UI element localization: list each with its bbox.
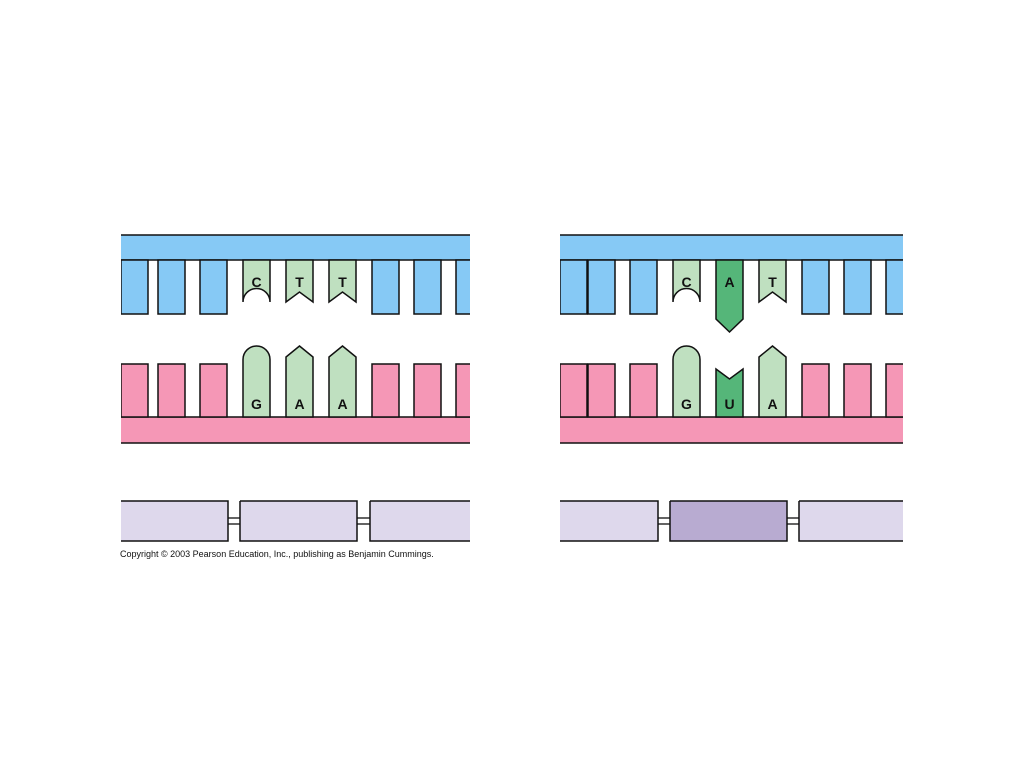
mrna-base — [886, 364, 913, 417]
template-base-label: A — [724, 274, 734, 290]
dna-base — [158, 260, 185, 314]
dna-base — [802, 260, 829, 314]
template-base-label: C — [251, 274, 261, 290]
mrna-base — [456, 364, 483, 417]
mrna-base — [158, 364, 185, 417]
dna-base — [588, 260, 615, 314]
mrna-base — [200, 364, 227, 417]
mrna-backbone — [555, 417, 908, 443]
mrna-base — [372, 364, 399, 417]
strand-group: C G A U T A — [555, 235, 913, 443]
mrna-base-label: G — [251, 396, 262, 412]
amino-acid — [370, 501, 470, 541]
protein-chain — [560, 501, 903, 541]
mrna-backbone — [116, 417, 475, 443]
dna-base — [630, 260, 657, 314]
mrna-base-label: A — [337, 396, 347, 412]
dna-base — [372, 260, 399, 314]
amino-acid — [121, 501, 228, 541]
template-base-label: C — [681, 274, 691, 290]
dna-backbone — [116, 235, 475, 260]
panel-mutant: C G A U T A — [555, 235, 913, 541]
dna-base — [121, 260, 148, 314]
dna-base — [414, 260, 441, 314]
mrna-base — [414, 364, 441, 417]
strand-group: C G T A T A — [116, 235, 483, 443]
template-base-a — [716, 260, 743, 332]
mrna-base-label: G — [681, 396, 692, 412]
amino-acid — [799, 501, 903, 541]
amino-acid-mutant — [670, 501, 787, 541]
dna-backbone — [555, 235, 908, 260]
panel-wild-type: C G T A T A — [116, 235, 483, 541]
amino-acid — [240, 501, 357, 541]
amino-acid — [560, 501, 658, 541]
copyright-notice: Copyright © 2003 Pearson Education, Inc.… — [120, 549, 434, 559]
mrna-base — [121, 364, 148, 417]
dna-base — [456, 260, 483, 314]
mrna-base — [802, 364, 829, 417]
dna-base — [200, 260, 227, 314]
dna-base — [886, 260, 913, 314]
mrna-base — [630, 364, 657, 417]
mrna-base-label: A — [294, 396, 304, 412]
mrna-base-label: A — [767, 396, 777, 412]
protein-chain — [121, 501, 470, 541]
dna-base — [560, 260, 587, 314]
template-base-label: T — [768, 274, 777, 290]
mrna-base — [560, 364, 587, 417]
mrna-base — [844, 364, 871, 417]
dna-base — [844, 260, 871, 314]
template-base-label: T — [338, 274, 347, 290]
mrna-base — [588, 364, 615, 417]
mrna-base-label: U — [724, 396, 734, 412]
template-base-label: T — [295, 274, 304, 290]
